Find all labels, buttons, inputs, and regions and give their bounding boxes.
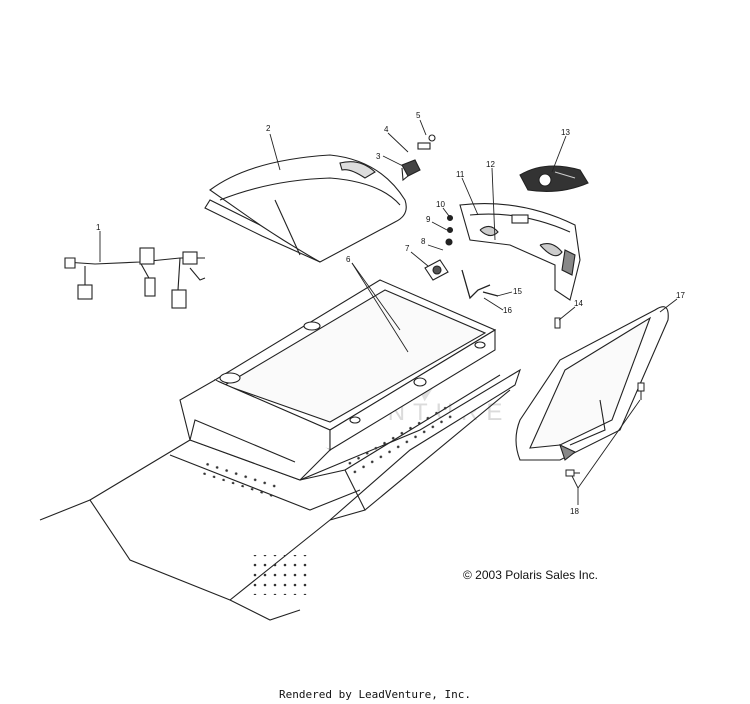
callout-7: 7: [405, 244, 410, 253]
callout-2: 2: [266, 124, 271, 133]
bracket: [461, 269, 499, 300]
wiring-harness: [64, 247, 206, 309]
leader-lines: [99, 119, 678, 505]
callout-17: 17: [676, 291, 685, 300]
callout-6: 6: [346, 255, 351, 264]
tunnel-chassis: [39, 368, 521, 621]
rear-tray: [179, 279, 497, 481]
hardware-small: [424, 214, 454, 281]
callout-11: 11: [456, 170, 465, 179]
rear-cover: [204, 154, 407, 263]
callout-3: 3: [376, 152, 381, 161]
callout-15: 15: [513, 287, 522, 296]
callout-5: 5: [416, 111, 421, 120]
footer-credit: Rendered by LeadVenture, Inc.: [278, 688, 472, 701]
callout-12: 12: [486, 160, 495, 169]
callout-10: 10: [436, 200, 445, 209]
callout-13: 13: [561, 128, 570, 137]
callout-8: 8: [421, 237, 426, 246]
callout-numbers: 1 2 3 4 5 6 7 8 9 10 11 12 13 14 15 16 1…: [96, 111, 685, 516]
callout-4: 4: [384, 125, 389, 134]
rear-housing: [459, 203, 581, 301]
taillight: [519, 165, 589, 192]
side-panel: [515, 306, 669, 461]
fasteners: [565, 382, 645, 477]
callout-9: 9: [426, 215, 431, 224]
callout-1: 1: [96, 223, 101, 232]
callout-16: 16: [503, 306, 512, 315]
callout-14: 14: [574, 299, 583, 308]
copyright-notice: © 2003 Polaris Sales Inc.: [463, 568, 598, 582]
callout-18: 18: [570, 507, 579, 516]
latch-assembly: [401, 134, 436, 182]
pin: [554, 317, 561, 329]
